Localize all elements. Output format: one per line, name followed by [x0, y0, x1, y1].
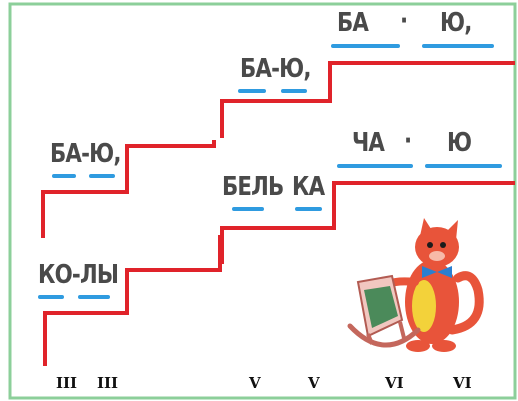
left-lower-staircase — [43, 235, 222, 366]
syllable-bel: БЕЛЬ — [222, 172, 284, 202]
cat-eye-right — [440, 242, 446, 248]
cat-ear-right — [446, 220, 458, 240]
cat-eye-left — [427, 242, 433, 248]
cat-foot-right — [432, 340, 456, 352]
cradle-rocker — [347, 323, 421, 348]
right-upper-staircase — [220, 61, 515, 138]
cat-ear-left — [420, 218, 433, 236]
syllable-separator-lower: · — [404, 126, 412, 156]
left-upper-staircase — [41, 140, 216, 238]
syllable-separator-top: · — [400, 6, 408, 36]
syllable-underlines — [38, 44, 502, 299]
green-frame — [8, 2, 517, 400]
syllable-yu-lower: Ю — [447, 128, 472, 158]
syllable-ba-top: БА — [337, 8, 369, 38]
line-label-1: III — [56, 374, 78, 392]
line-label-4: V — [308, 374, 320, 392]
syllable-ko-ly: КО-ЛЫ — [38, 260, 119, 290]
line-label-6: VI — [453, 374, 472, 392]
cat-head — [415, 227, 459, 267]
cradle-leg-right — [398, 321, 406, 339]
cat-with-cradle-illustration — [347, 218, 484, 352]
cradle-blanket — [364, 286, 398, 328]
syllable-ba-yu-left: БА-Ю, — [50, 139, 121, 169]
cat-belly — [412, 280, 436, 332]
syllable-cha: ЧА — [352, 128, 385, 158]
cat-bow — [422, 266, 437, 278]
line-label-5: VI — [385, 374, 404, 392]
cat-muzzle — [429, 251, 445, 261]
cradle-leg-left — [366, 333, 374, 345]
cat-tail — [447, 271, 484, 335]
line-label-2: III — [97, 374, 119, 392]
line-label-3: V — [249, 374, 261, 392]
syllable-yu-top: Ю, — [440, 8, 472, 38]
cat-foot-left — [406, 340, 430, 352]
cat-bow-right — [437, 266, 452, 278]
syllable-ba-yu-mid: БА-Ю, — [240, 54, 311, 84]
syllable-ka: КА — [292, 172, 325, 202]
right-lower-staircase — [220, 181, 515, 264]
